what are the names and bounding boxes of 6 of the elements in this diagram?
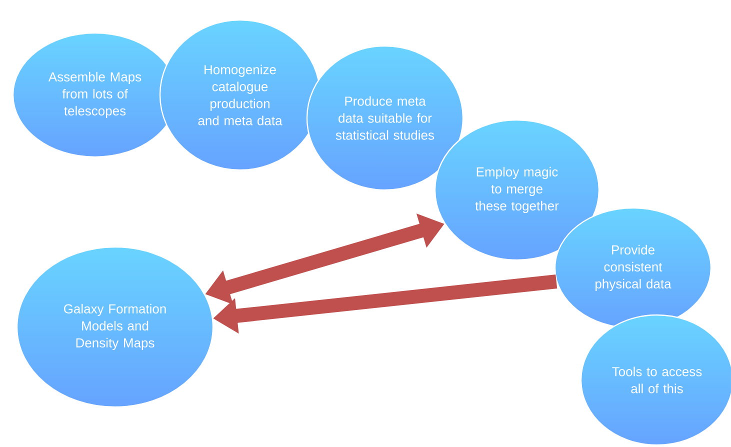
ellipse-node: Employ magic to merge these together	[434, 119, 600, 261]
ellipse-node: Assemble Maps from lots of telescopes	[12, 32, 178, 158]
ellipse-node: Provide consistent physical data	[554, 207, 712, 329]
ellipse-node: Produce meta data suitable for statistical studies	[306, 45, 464, 191]
ellipse-node: Homogenize catalogue production and meta data	[159, 19, 321, 171]
ellipse-node: Galaxy Formation Models and Density Maps	[16, 246, 214, 408]
